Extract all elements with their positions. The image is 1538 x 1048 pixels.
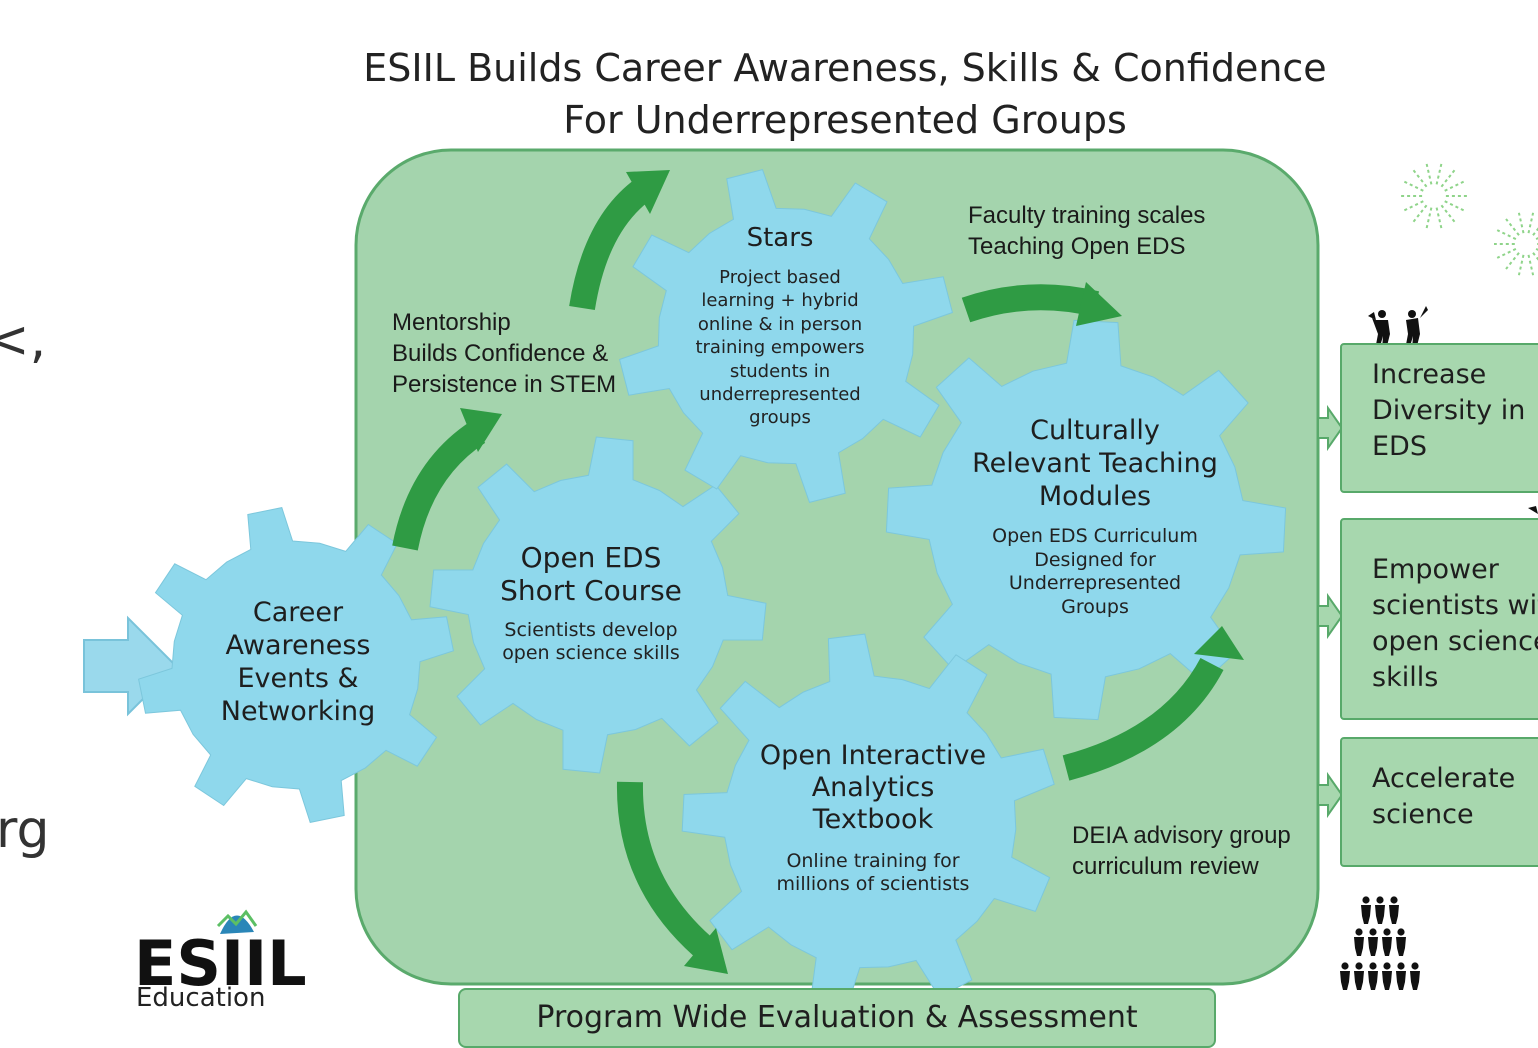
gear-short-course: Open EDS Short Course Scientists develop… (460, 541, 722, 665)
outcome-empower-scientists: Empower scientists with open science ski… (1340, 518, 1538, 720)
label-deia-review: DEIA advisory group curriculum review (1072, 822, 1291, 880)
arrowhead-5 (684, 928, 728, 974)
gear-shape-stars (619, 169, 953, 503)
outcome-arrow-2 (1317, 592, 1344, 640)
partial-person-icon (1528, 506, 1538, 514)
outcome-accelerate-science: Accelerate science (1340, 737, 1538, 867)
logo-wordmark: ESIIL (134, 927, 307, 1000)
gear-stars-desc: Project based learning + hybrid online &… (695, 267, 865, 429)
arrow-career-to-course (392, 421, 486, 551)
label-faculty-training: Faculty training scales Teaching Open ED… (968, 202, 1206, 260)
gear-stars: Stars Project based learning + hybrid on… (660, 222, 900, 430)
outcome-arrow-1 (1317, 404, 1344, 452)
gear-shape-textbook (681, 633, 1055, 1010)
gear-short-course-desc: Scientists develop open science skills (502, 619, 680, 664)
gear-career: Career Awareness Events & Networking (180, 596, 416, 728)
left-edge-fragment-2: rg (0, 800, 50, 860)
gear-textbook-title: Open Interactive Analytics Textbook (759, 740, 987, 835)
left-edge-fragment-1: <, (0, 310, 47, 370)
arrow-stars-to-modules (961, 284, 1100, 323)
diagram-title: ESIIL Builds Career Awareness, Skills & … (300, 42, 1390, 146)
gear-stars-title: Stars (746, 223, 814, 253)
logo-subtitle: Education (136, 983, 265, 1013)
gear-short-course-title: Open EDS Short Course (500, 541, 682, 607)
evaluation-bar: Program Wide Evaluation & Assessment (458, 988, 1216, 1048)
esiil-logo: ESIIL Education (134, 909, 307, 1013)
gear-textbook: Open Interactive Analytics Textbook Onli… (740, 740, 1006, 896)
arrow-course-to-textbook (616, 781, 711, 956)
title-line-1: ESIIL Builds Career Awareness, Skills & … (363, 46, 1327, 90)
arrowhead-1 (460, 408, 502, 452)
gear-modules-title: Culturally Relevant Teaching Modules (972, 415, 1218, 512)
gear-textbook-desc: Online training for millions of scientis… (776, 850, 970, 895)
people-pyramid-icon (1340, 896, 1420, 990)
gear-shape-career (138, 507, 454, 823)
gear-modules: Culturally Relevant Teaching Modules Ope… (950, 414, 1240, 619)
gear-modules-desc: Open EDS Curriculum Designed for Underre… (992, 525, 1198, 618)
arrowhead-4 (1194, 626, 1244, 660)
arrow-course-to-stars (569, 175, 656, 311)
gear-shape-short-course (429, 436, 767, 774)
arrowhead-3 (1076, 282, 1122, 326)
arrowhead-2 (626, 170, 670, 214)
label-mentorship: Mentorship Builds Confidence & Persisten… (392, 309, 617, 398)
outcome-increase-diversity: Increase Diversity in EDS (1340, 343, 1538, 493)
arrow-textbook-to-modules (1062, 657, 1224, 781)
people-celebrating-icon (1368, 306, 1428, 350)
title-line-2: For Underrepresented Groups (563, 98, 1127, 142)
outcome-arrow-3 (1317, 771, 1344, 819)
fireworks-icon (1400, 162, 1538, 276)
gear-career-title: Career Awareness Events & Networking (220, 597, 376, 727)
